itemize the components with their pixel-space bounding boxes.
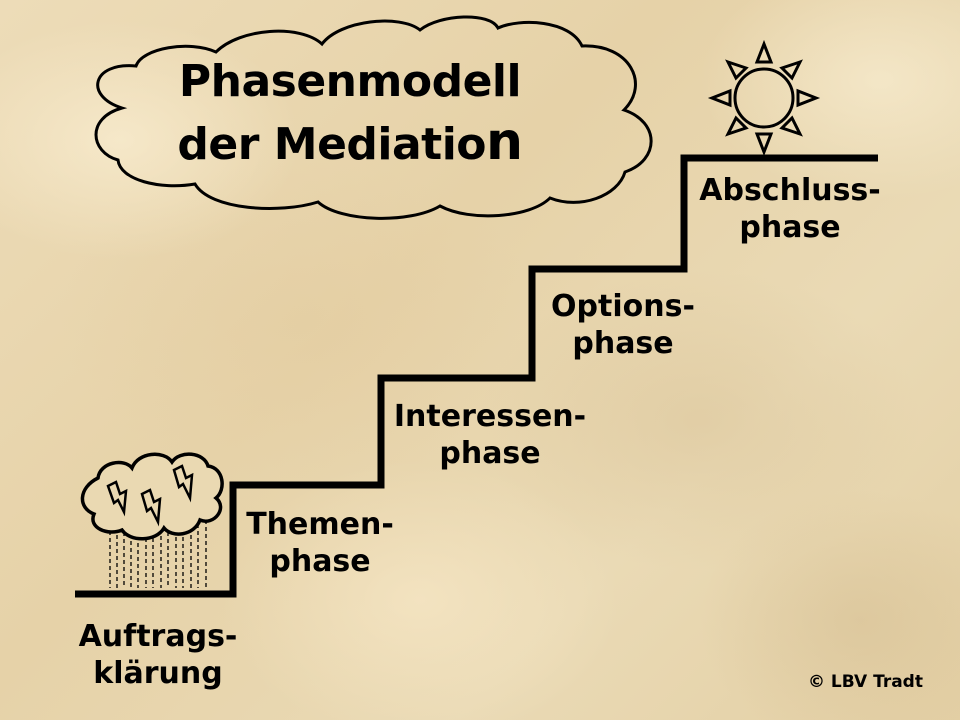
step-label-abschlussphase: Abschluss- phase bbox=[692, 172, 888, 246]
step-label-line-1: Themen- bbox=[246, 507, 394, 542]
step-label-interessenphase: Interessen- phase bbox=[390, 398, 590, 472]
step-label-line-1: Auftrags- bbox=[78, 619, 238, 654]
title-line-2: der Mediation bbox=[160, 112, 540, 175]
step-label-line-2: klärung bbox=[93, 656, 223, 691]
step-label-line-2: phase bbox=[572, 326, 674, 361]
title-cloud bbox=[94, 15, 653, 220]
step-label-auftragsklaerung: Auftrags- klärung bbox=[72, 618, 244, 692]
step-label-line-1: Interessen- bbox=[393, 399, 587, 434]
step-label-line-1: Abschluss- bbox=[699, 173, 881, 208]
step-label-line-1: Options- bbox=[551, 289, 695, 324]
step-label-optionsphase: Options- phase bbox=[540, 288, 706, 362]
step-label-themenphase: Themen- phase bbox=[240, 506, 400, 580]
copyright-notice: © LBV Tradt bbox=[808, 672, 923, 692]
storm-cloud-icon bbox=[80, 452, 224, 588]
step-label-line-2: phase bbox=[739, 210, 841, 245]
title-line-2-main: der Mediatio bbox=[177, 119, 487, 170]
staircase-line bbox=[75, 154, 878, 598]
sun-icon bbox=[707, 39, 821, 157]
slide-title: Phasenmodell der Mediation bbox=[160, 52, 540, 175]
title-line-1: Phasenmodell bbox=[178, 56, 522, 107]
step-label-line-2: phase bbox=[269, 544, 371, 579]
step-label-line-2: phase bbox=[439, 436, 541, 471]
title-line-2-last-letter: n bbox=[486, 112, 523, 172]
